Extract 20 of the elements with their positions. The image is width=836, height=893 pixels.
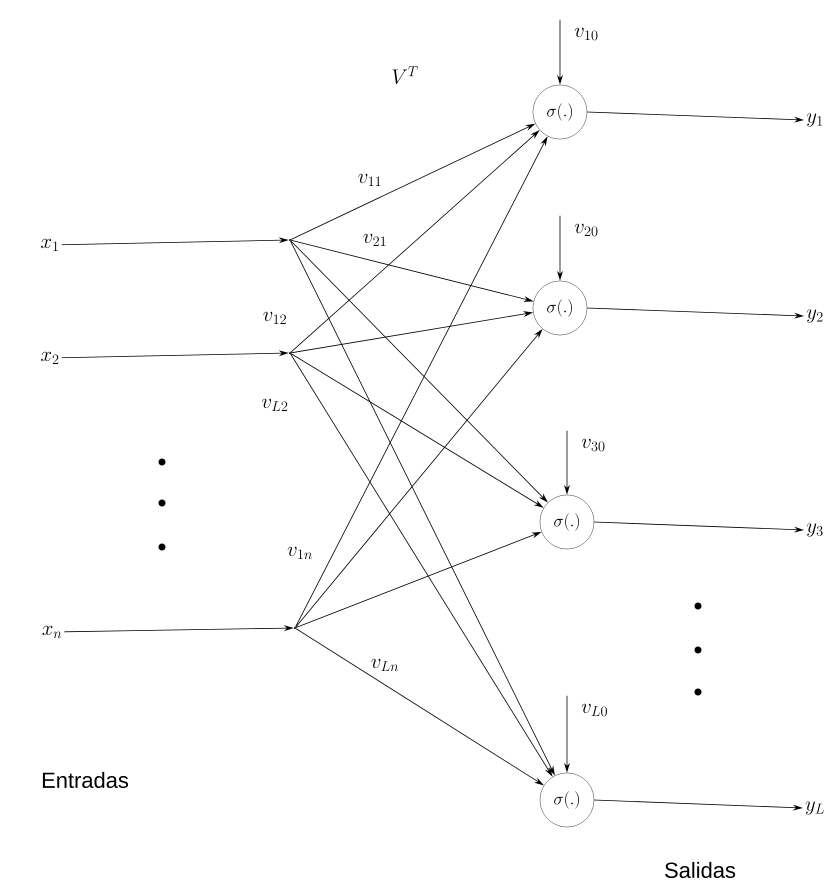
edge-label: $v_{12}$ [263, 312, 286, 324]
math-label: $y_1$ [806, 113, 822, 127]
edge-label: $v_{L2}$ [262, 398, 288, 411]
math-label: $v_{L0}$ [582, 704, 607, 716]
edge-label: $v_{21}$ [363, 234, 386, 246]
edge-label: $v_{1n}$ [288, 546, 312, 560]
text-label: $V^T$ [392, 66, 418, 84]
math-label: $x_1$ [41, 238, 58, 251]
math-label: $v_{10}$ [574, 28, 598, 40]
math-label: $y_L$ [806, 801, 824, 815]
text-label: Salidas [665, 862, 736, 878]
math-label: $v_{20}$ [574, 224, 598, 236]
edge-label: $v_{Ln}$ [371, 658, 398, 672]
math-label: $x_n$ [42, 626, 62, 638]
math-label: $y_2$ [806, 309, 822, 323]
math-label: $y_3$ [806, 523, 823, 537]
math-label: $v_{30}$ [582, 438, 604, 452]
text-label: Entradas [42, 772, 128, 788]
edge-label: $v_{11}$ [358, 174, 380, 186]
math-label: $x_2$ [41, 352, 58, 364]
